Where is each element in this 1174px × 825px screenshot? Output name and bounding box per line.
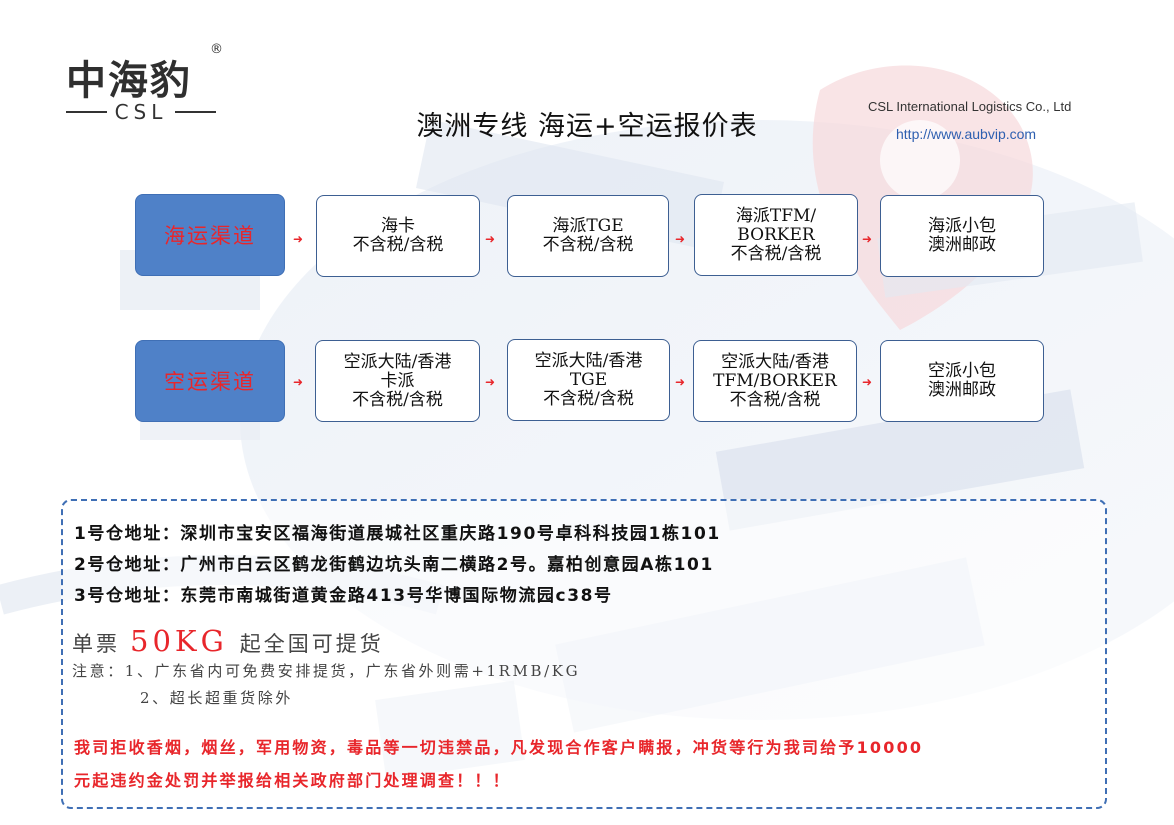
warehouse-address-3: 3号仓地址：东莞市南城街道黄金路413号华博国际物流园c38号	[74, 586, 613, 606]
arrow-right-icon: ➜	[485, 375, 496, 389]
company-logo: 中海豹 ® CSL	[66, 42, 226, 128]
channel-box-line: 澳洲邮政	[928, 235, 996, 255]
logo-chinese-text: 中海豹	[66, 58, 192, 104]
air-channel-box-4: 空派小包澳洲邮政	[880, 340, 1044, 422]
sea-channel-box-4: 海派小包澳洲邮政	[880, 195, 1044, 277]
warehouse-address-2: 2号仓地址：广州市白云区鹤龙街鹤边坑头南二横路2号。嘉柏创意园A栋101	[74, 555, 714, 575]
company-website-link[interactable]: http://www.aubvip.com	[896, 126, 1037, 142]
logo-rule-right	[175, 111, 216, 113]
logo-english-text: CSL	[114, 100, 168, 124]
arrow-right-icon: ➜	[675, 375, 686, 389]
channel-box-line: 不含税/含税	[729, 389, 821, 410]
arrow-right-icon: ➜	[675, 232, 686, 246]
logo-english-row: CSL	[66, 100, 216, 124]
channel-box-line: TFM/BORKER	[713, 370, 837, 391]
channel-box-line: BORKER	[737, 224, 815, 245]
channel-box-line: TGE	[569, 369, 608, 390]
minimum-pickup-line: 单票 50KG 起全国可提货	[72, 624, 384, 658]
minimum-suffix: 起全国可提货	[239, 632, 384, 656]
registered-mark: ®	[210, 42, 223, 57]
note-line-1: 注意：1、广东省内可免费安排提货，广东省外则需+1RMB/KG	[72, 662, 581, 680]
prohibited-goods-warning-1: 我司拒收香烟，烟丝，军用物资，毒品等一切违禁品，凡发现合作客户瞒报，冲货等行为我…	[74, 738, 924, 757]
channel-box-line: 卡派	[380, 370, 415, 391]
air-channel-box-1: 空派大陆/香港卡派不含税/含税	[315, 340, 480, 422]
minimum-weight: 50KG	[130, 624, 228, 658]
info-panel	[61, 499, 1107, 809]
channel-box-line: 空派小包	[928, 361, 996, 381]
channel-box-line: 澳洲邮政	[928, 380, 996, 400]
channel-box-line: 空派大陆/香港	[534, 350, 643, 371]
note-line-2: 2、超长超重货除外	[140, 689, 293, 707]
channel-box-line: 不含税/含税	[352, 389, 443, 410]
arrow-right-icon: ➜	[862, 375, 873, 389]
air-channel-label: 空运渠道	[135, 340, 285, 422]
logo-rule-left	[66, 111, 107, 113]
channel-box-line: 海卡	[381, 216, 415, 236]
channel-box-line: 不含税/含税	[730, 243, 822, 264]
arrow-right-icon: ➜	[293, 375, 304, 389]
channel-box-line: 海派小包	[928, 216, 996, 236]
channel-box-line: 海派TFM/	[735, 205, 817, 226]
arrow-right-icon: ➜	[485, 232, 496, 246]
page-title: 澳洲专线 海运+空运报价表	[416, 111, 758, 142]
warehouse-address-1: 1号仓地址：深圳市宝安区福海街道展城社区重庆路190号卓科科技园1栋101	[74, 524, 721, 544]
channel-box-line: 空派大陆/香港	[721, 351, 829, 372]
sea-channel-box-1: 海卡不含税/含税	[316, 195, 480, 277]
channel-box-line: 海派TGE	[552, 216, 624, 236]
sea-channel-label: 海运渠道	[135, 194, 285, 276]
channel-box-line: 空派大陆/香港	[343, 351, 452, 372]
prohibited-goods-warning-2: 元起违约金处罚并举报给相关政府部门处理调查！！！	[74, 771, 511, 790]
channel-box-line: 不含税/含税	[542, 235, 634, 255]
arrow-right-icon: ➜	[862, 232, 873, 246]
channel-box-line: 不含税/含税	[543, 388, 634, 409]
channel-box-line: 不含税/含税	[352, 235, 444, 255]
company-name: CSL International Logistics Co., Ltd	[868, 99, 1072, 114]
minimum-prefix: 单票	[72, 632, 120, 656]
arrow-right-icon: ➜	[293, 232, 304, 246]
